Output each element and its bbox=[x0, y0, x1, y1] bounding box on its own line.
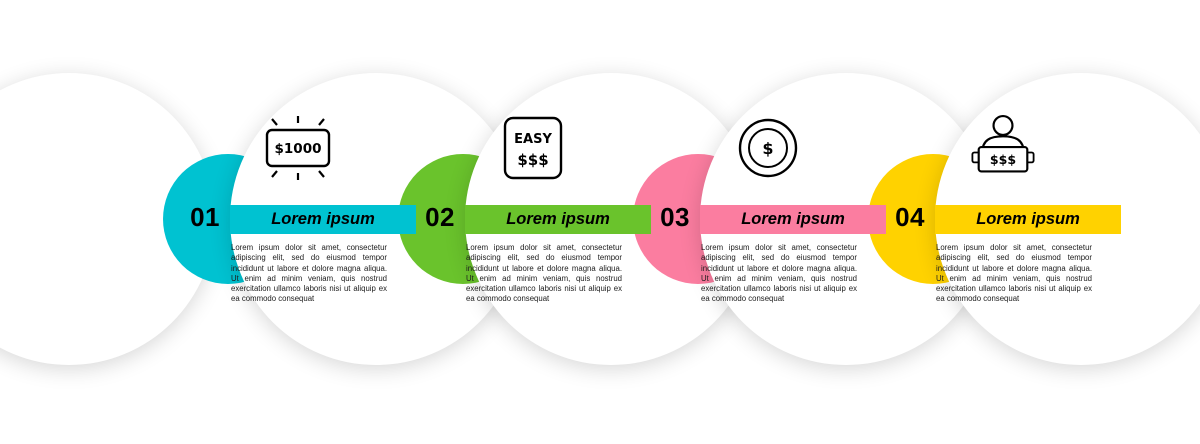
step-title: Lorem ipsum bbox=[741, 210, 845, 228]
price-tag-amount: $1000 bbox=[275, 141, 322, 157]
easy-label: EASY bbox=[514, 132, 552, 147]
step-number: 01 bbox=[190, 202, 220, 232]
price-tag-1000-icon: $1000 bbox=[253, 106, 343, 190]
dollars-label: $$$ bbox=[517, 151, 548, 169]
step-number: 04 bbox=[895, 202, 925, 232]
step-number: 03 bbox=[660, 202, 690, 232]
step-4: $$$ 04 Lorem ipsum Lorem ipsum dolor sit… bbox=[705, 0, 1200, 444]
step-title: Lorem ipsum bbox=[976, 210, 1080, 228]
step-body-text: Lorem ipsum dolor sit amet, consectetur … bbox=[466, 243, 622, 304]
easy-money-icon: EASY $$$ bbox=[488, 106, 578, 190]
person-money-sign-icon: $$$ bbox=[958, 106, 1048, 190]
step-title-bar: Lorem ipsum bbox=[230, 205, 416, 234]
step-body-text: Lorem ipsum dolor sit amet, consectetur … bbox=[936, 243, 1092, 304]
step-title-bar: Lorem ipsum bbox=[935, 205, 1121, 234]
step-title-bar: Lorem ipsum bbox=[700, 205, 886, 234]
step-body-text: Lorem ipsum dolor sit amet, consectetur … bbox=[231, 243, 387, 304]
dollar-sign-label: $ bbox=[762, 139, 773, 158]
step-title: Lorem ipsum bbox=[271, 210, 375, 228]
step-title: Lorem ipsum bbox=[506, 210, 610, 228]
sign-dollars-label: $$$ bbox=[990, 152, 1016, 167]
dollar-coin-icon: $ bbox=[723, 106, 813, 190]
step-body-text: Lorem ipsum dolor sit amet, consectetur … bbox=[701, 243, 857, 304]
step-title-bar: Lorem ipsum bbox=[465, 205, 651, 234]
step-number: 02 bbox=[425, 202, 455, 232]
